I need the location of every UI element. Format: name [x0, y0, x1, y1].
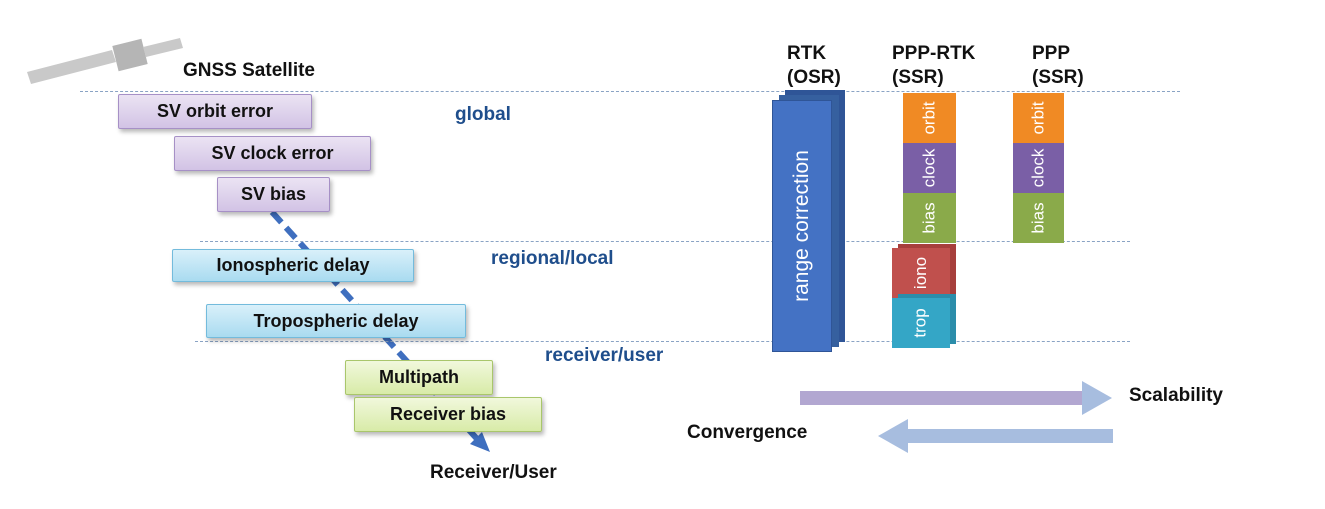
- range-correction-bar: range correction: [772, 100, 832, 352]
- error-box: Receiver bias: [354, 397, 542, 432]
- method-header-ppp: PPP(SSR): [1032, 43, 1084, 88]
- convergence-label: Convergence: [687, 422, 808, 443]
- error-box: Ionospheric delay: [172, 249, 414, 282]
- receiver-label: Receiver/User: [430, 462, 557, 483]
- ppp-rtk-segment-bias: bias: [903, 193, 956, 243]
- scalability-arrow: [800, 381, 1112, 415]
- error-box: Multipath: [345, 360, 493, 395]
- error-box: Tropospheric delay: [206, 304, 466, 338]
- ppp-rtk-segment-trop: trop: [892, 298, 950, 348]
- ppp-segment-bias: bias: [1013, 193, 1064, 243]
- ppp-segment-clock: clock: [1013, 143, 1064, 193]
- ppp-rtk-segment-orbit: orbit: [903, 93, 956, 143]
- method-header-ppp-rtk: PPP-RTK(SSR): [892, 43, 976, 88]
- zone-divider-middle: [200, 241, 1130, 242]
- satellite-icon: [27, 38, 183, 84]
- zone-divider-top: [80, 91, 1180, 92]
- error-box: SV orbit error: [118, 94, 312, 129]
- zone-label-regional: regional/local: [491, 248, 614, 269]
- zone-label-receiver: receiver/user: [545, 345, 664, 366]
- signal-arrowhead-icon: [470, 432, 490, 452]
- zone-label-global: global: [455, 104, 511, 125]
- error-box: SV clock error: [174, 136, 371, 171]
- zone-divider-bottom: [195, 341, 1130, 342]
- ppp-rtk-segment-clock: clock: [903, 143, 956, 193]
- ppp-segment-orbit: orbit: [1013, 93, 1064, 143]
- convergence-arrow: [878, 419, 1113, 453]
- scalability-label: Scalability: [1129, 385, 1223, 406]
- method-header-rtk: RTK(OSR): [787, 43, 841, 88]
- error-box: SV bias: [217, 177, 330, 212]
- satellite-label: GNSS Satellite: [183, 60, 315, 81]
- ppp-rtk-segment-iono: iono: [892, 248, 950, 298]
